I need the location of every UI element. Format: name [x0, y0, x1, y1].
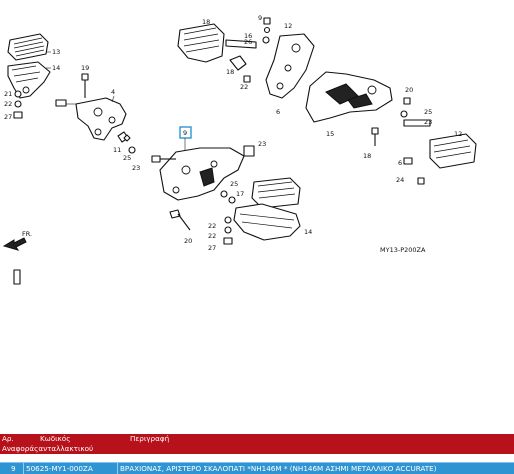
parts-table: Αρ. Κωδικός Περιγραφή Αναφοράςανταλλακτι… [0, 434, 514, 474]
bolt-20[interactable]: 20 [169, 209, 192, 245]
callout-22[interactable]: 22 [4, 100, 12, 108]
step-holder-15[interactable]: 6 [265, 33, 315, 116]
left-footpeg-lower-bracket[interactable]: 14 [7, 61, 60, 99]
callout-6-center[interactable]: 18 [226, 68, 234, 76]
center-lower-footpeg[interactable] [251, 177, 301, 209]
left-rider-footpeg[interactable]: 13 [7, 33, 60, 61]
callout-6-right[interactable]: 6 [398, 159, 402, 167]
front-direction-arrow: FR. [2, 230, 32, 251]
callout-16[interactable]: 16 [244, 32, 252, 40]
cell-divider [117, 463, 118, 474]
diagram-code: MY13-P200ZA [380, 246, 426, 254]
left-small-parts[interactable]: 21 22 27 [4, 90, 23, 121]
left-bracket-hardware[interactable]: 11 25 23 [113, 131, 140, 172]
right-passenger-footpeg[interactable]: 12 6 24 23 [396, 118, 477, 185]
callout-4[interactable]: 4 [111, 88, 115, 96]
callout-13[interactable]: 13 [52, 48, 60, 56]
callout-18-right[interactable]: 20 [405, 86, 413, 94]
row-code: 50625-MY1-000ZA [26, 464, 93, 473]
row-no: 9 [11, 464, 16, 473]
table-subheader: Αναφοράςανταλλακτικού [0, 444, 514, 454]
header-col-desc: Περιγραφή [130, 434, 170, 443]
callout-25[interactable]: 25 [123, 154, 131, 162]
callout-12[interactable]: 18 [202, 18, 210, 26]
cell-divider [23, 463, 24, 474]
bolt-19[interactable]: 19 [81, 64, 89, 98]
callout-15[interactable]: 6 [276, 108, 280, 116]
callout-18-lower[interactable]: 18 [363, 152, 371, 160]
callout-19[interactable]: 19 [81, 64, 89, 72]
callout-23-right[interactable]: 25 [424, 108, 432, 116]
callout-21[interactable]: 21 [4, 90, 12, 98]
left-step-holder-4[interactable]: 4 [55, 88, 127, 141]
highlight-box [179, 126, 192, 139]
left-footpeg-bracket-9[interactable]: 9 [159, 126, 245, 201]
callout-18-lower2[interactable]: 22 [208, 232, 216, 240]
callout-23-right2[interactable]: 23 [424, 118, 432, 126]
hanger-small-parts[interactable]: 20 25 18 [363, 86, 432, 160]
callout-14[interactable]: 14 [52, 64, 60, 72]
header-col-code: Κωδικός [40, 434, 71, 443]
callout-14-center[interactable]: 14 [304, 228, 312, 236]
row-description: ΒΡΑΧΙΟΝΑΣ, ΑΡΙΣΤΕΡΟ ΣΚΑΛΟΠΑΤΙ *NH146M * … [120, 464, 437, 473]
center-footpeg-12[interactable]: 18 [177, 18, 225, 63]
callout-25-center[interactable]: 25 [230, 180, 238, 188]
center-small-parts[interactable]: 9 12 26 22 18 [226, 14, 292, 91]
peg-pin-16[interactable]: 16 [225, 32, 257, 49]
center-lower-bracket[interactable]: 14 [233, 203, 312, 241]
callout-23-center2[interactable]: 17 [236, 190, 244, 198]
callout-26[interactable]: 12 [284, 22, 292, 30]
parts-exploded-diagram: 13 14 21 22 27 19 4 11 [2, 14, 477, 285]
callout-22-center[interactable]: 26 [244, 38, 252, 46]
callout-9-highlighted[interactable]: 9 [183, 129, 187, 137]
header-col-no: Αρ. [2, 434, 14, 443]
table-header: Αρ. Κωδικός Περιγραφή [0, 434, 514, 444]
rear-step-hanger-17[interactable]: 15 [305, 71, 393, 138]
callout-27-lower[interactable]: 27 [208, 244, 216, 252]
callout-23-center[interactable]: 23 [258, 140, 266, 148]
left-standalone-bolt[interactable] [13, 269, 21, 285]
callout-9-top[interactable]: 9 [258, 14, 262, 22]
callout-23[interactable]: 23 [132, 164, 140, 172]
fr-label: FR. [22, 230, 32, 238]
callout-12-right[interactable]: 12 [454, 130, 462, 138]
callout-27[interactable]: 27 [4, 113, 12, 121]
center-bracket-hardware[interactable]: 25 17 [220, 180, 244, 204]
table-row[interactable]: 9 50625-MY1-000ZA ΒΡΑΧΙΟΝΑΣ, ΑΡΙΣΤΕΡΟ ΣΚ… [0, 462, 514, 474]
lower-center-small-parts[interactable]: 22 22 27 [208, 216, 233, 252]
callout-22-lower[interactable]: 22 [208, 222, 216, 230]
header-sub-label: Αναφοράςανταλλακτικού [2, 444, 94, 453]
callout-24[interactable]: 24 [396, 176, 404, 184]
callout-17[interactable]: 15 [326, 130, 334, 138]
callout-20[interactable]: 20 [184, 237, 192, 245]
callout-18-center[interactable]: 22 [240, 83, 248, 91]
callout-11[interactable]: 11 [113, 146, 121, 154]
center-bracket-bolt[interactable]: 23 [151, 140, 266, 163]
